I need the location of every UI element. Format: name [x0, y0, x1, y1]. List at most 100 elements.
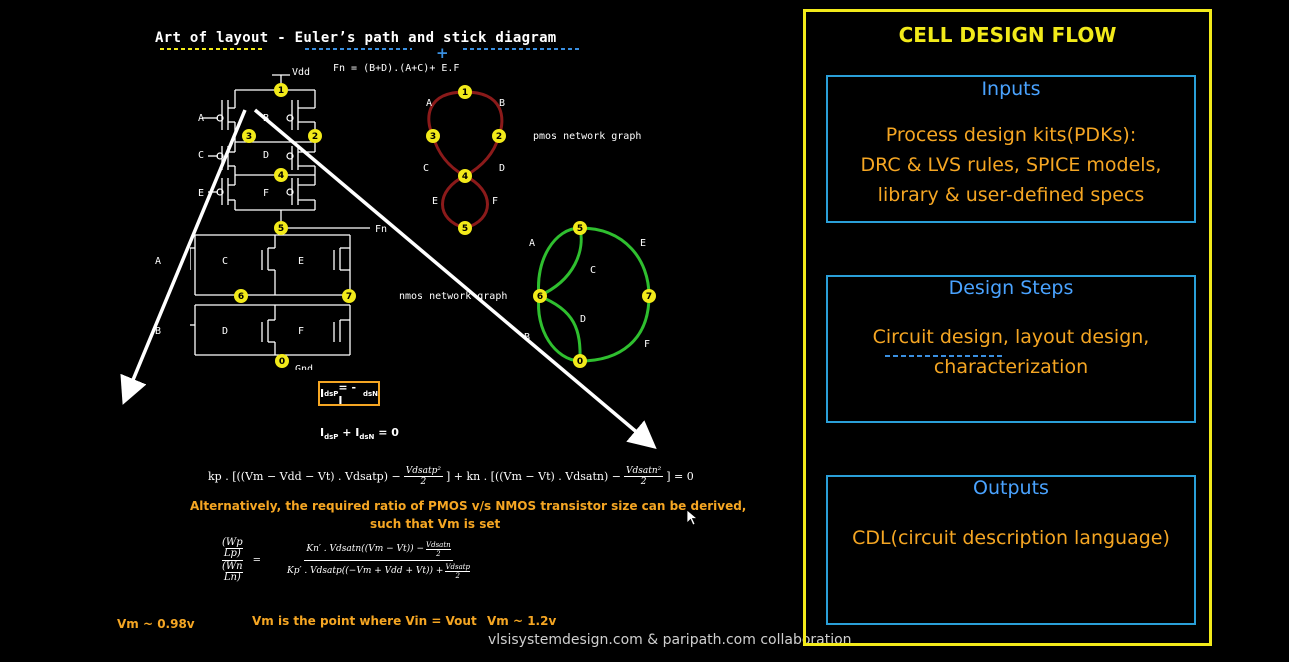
ratio-den-fn: Vdsatp: [445, 562, 471, 572]
vm-mid-note: Vm is the point where Vin = Vout: [252, 614, 477, 628]
ratio-den-frac: Vdsatp 2: [445, 562, 471, 580]
ids-sum-equation: IdsP + IdsN = 0: [320, 426, 399, 441]
pmos-edge-label-f: F: [492, 196, 499, 207]
nmos-edge-label-b: B: [524, 332, 531, 343]
nmos-edge-f: [579, 295, 651, 363]
pmos-edge-a-c: [427, 90, 466, 178]
ratio-lp: Lp: [223, 548, 237, 559]
ratio-ln: Ln: [223, 572, 237, 583]
ratio-lhs-top: (Wp Lp): [222, 537, 243, 561]
slide-title: Art of layout - Euler’s path and stick d…: [155, 30, 557, 46]
kp-a: kp . [((Vm − Vdd − Vt) . Vdsatp) −: [208, 470, 401, 483]
alt-text-line1: Alternatively, the required ratio of PMO…: [190, 499, 747, 513]
ratio-den-fd: 2: [455, 571, 460, 580]
steps-heading: Design Steps: [948, 277, 1074, 299]
ratio-equation: (Wp Lp) (Wn Ln) = Kn′ . Vdsatn((Vm − Vt)…: [222, 537, 471, 583]
plus-sign: +: [436, 44, 449, 62]
inputs-line-1: Process design kits(PDKs):: [885, 124, 1137, 146]
kp-f2n: Vdsatn²: [623, 466, 664, 477]
sch-gate-e-n: E: [298, 256, 305, 267]
nmos-graph-label: nmos network graph: [399, 291, 508, 302]
panel-title: CELL DESIGN FLOW: [898, 23, 1117, 47]
sch-gate-a: A: [198, 113, 205, 124]
sch-gate-a-n: A: [155, 256, 162, 267]
fn-equation: Fn = (B+D).(A+C)+ E.F: [333, 63, 460, 74]
sum-s2: dsN: [359, 433, 375, 442]
kp-frac2: Vdsatn² 2: [623, 466, 664, 487]
sum-end: = 0: [374, 426, 399, 439]
pmos-edge-label-c: C: [423, 163, 430, 174]
kp-b: ] + kn . [((Vm − Vt) . Vdsatn) −: [445, 470, 621, 483]
ids-s1: dsP: [324, 389, 339, 398]
kp-equation: kp . [((Vm − Vdd − Vt) . Vdsatp) − Vdsat…: [208, 466, 694, 487]
sch-gate-e: E: [198, 188, 205, 199]
sch-gate-f: F: [263, 188, 270, 199]
nmos-edge-label-f: F: [644, 339, 651, 350]
nmos-edge-label-d: D: [580, 314, 587, 325]
sch-gate-f-n: F: [298, 326, 305, 337]
ratio-wp: Wp: [225, 537, 243, 549]
nmos-edge-d: [538, 294, 582, 362]
kp-f1d: 2: [420, 477, 427, 487]
footer-credit: vlsisystemdesign.com & paripath.com coll…: [488, 632, 852, 648]
nmos-edge-e: [579, 226, 651, 297]
inputs-box: Inputs Process design kits(PDKs): DRC & …: [826, 75, 1196, 223]
alt-text-line2: such that Vm is set: [370, 517, 501, 531]
cell-design-flow-panel: CELL DESIGN FLOW Inputs Process design k…: [803, 9, 1212, 646]
sch-gate-c: C: [198, 150, 205, 161]
ratio-lhs: (Wp Lp) (Wn Ln): [222, 537, 243, 583]
steps-line-2: characterization: [933, 356, 1089, 378]
vm-right-note: Vm ~ 1.2v: [487, 614, 557, 628]
ratio-num: Kn′ . Vdsatn((Vm − Vt)) − Vdsatn 2: [304, 541, 453, 561]
ratio-num-text: Kn′ . Vdsatn((Vm − Vt)) −: [306, 544, 425, 554]
inputs-line-3: library & user-defined specs: [877, 184, 1145, 206]
sch-gate-b: B: [263, 113, 270, 124]
kp-frac1: Vdsatp² 2: [403, 466, 443, 487]
title-underline: [160, 48, 580, 50]
steps-line-1: Circuit design, layout design,: [872, 326, 1150, 348]
inputs-heading: Inputs: [981, 78, 1041, 100]
ids-s2: dsN: [362, 389, 378, 398]
pmos-edge-label-b: B: [499, 98, 506, 109]
sum-s1: dsP: [324, 433, 339, 442]
ratio-lhs-bottom: (Wn Ln): [222, 561, 243, 583]
steps-body: Circuit design, layout design, character…: [828, 322, 1194, 382]
ids-mid: = - I: [338, 380, 357, 407]
ids-i1: I: [320, 387, 325, 400]
nmos-edge-label-e: E: [640, 238, 647, 249]
nmos-edge-a: [537, 226, 581, 297]
outputs-body: CDL(circuit description language): [828, 523, 1194, 553]
pmos-edge-b-d: [464, 90, 504, 178]
kp-c: ] = 0: [666, 470, 694, 483]
sch-gate-d-n: D: [222, 326, 229, 337]
inputs-body: Process design kits(PDKs): DRC & LVS rul…: [828, 120, 1194, 210]
vm-left-note: Vm ~ 0.98v: [117, 617, 195, 631]
ratio-eq: =: [252, 554, 262, 566]
steps-dash-underline: [885, 355, 1003, 357]
pmos-edge-label-a: A: [426, 98, 433, 109]
ratio-den: Kp′ . Vdsatp((−Vm + Vdd + Vt)) + Vdsatp …: [287, 561, 471, 580]
outputs-line-1: CDL(circuit description language): [852, 527, 1170, 549]
transistor-schematic: [190, 74, 370, 356]
ratio-num-frac: Vdsatn 2: [426, 541, 451, 558]
pmos-edge-label-e: E: [432, 196, 439, 207]
nmos-edge-c: [538, 227, 583, 298]
outputs-box: Outputs CDL(circuit description language…: [826, 475, 1196, 625]
mouse-cursor-icon: [686, 509, 699, 526]
inputs-line-2: DRC & LVS rules, SPICE models,: [860, 154, 1162, 176]
ratio-num-fn: Vdsatn: [426, 540, 451, 550]
sch-gate-c-n: C: [222, 256, 229, 267]
nmos-edge-label-a: A: [529, 238, 536, 249]
sum-i1: I: [320, 426, 325, 439]
design-steps-box: Design Steps Circuit design, layout desi…: [826, 275, 1196, 423]
sch-gate-b-n: B: [155, 326, 162, 337]
pmos-graph-label: pmos network graph: [533, 131, 642, 142]
outputs-heading: Outputs: [973, 477, 1049, 499]
ratio-num-fd: 2: [436, 549, 441, 558]
sum-mid: + I: [338, 426, 360, 439]
pmos-edge-e: [441, 174, 466, 230]
pmos-edge-f: [464, 174, 489, 230]
kp-f1n: Vdsatp²: [403, 466, 443, 477]
ratio-wn: Wn: [225, 561, 243, 573]
